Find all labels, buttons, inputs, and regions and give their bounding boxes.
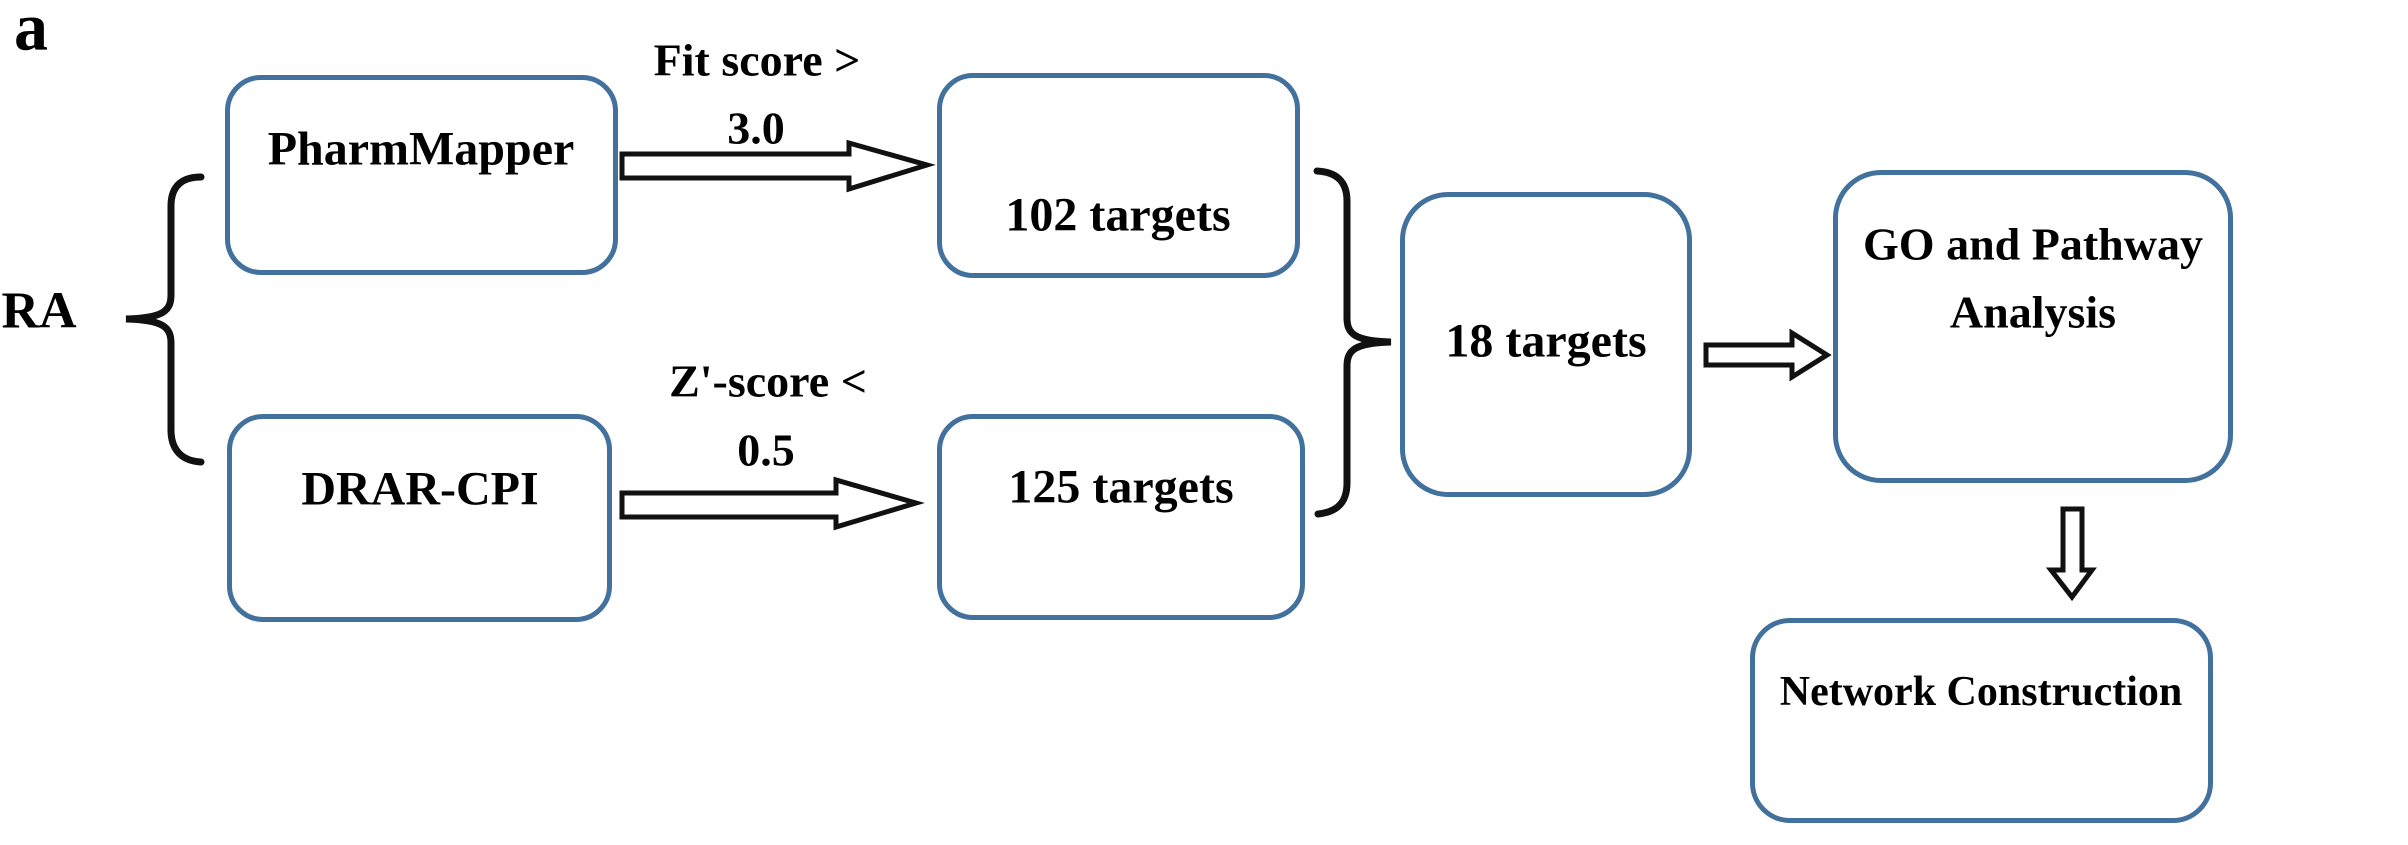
drar-cpi-label: DRAR-CPI: [301, 462, 539, 516]
125-targets-label: 125 targets: [1008, 460, 1234, 514]
z-score-condition-line1: Z'-score <: [669, 355, 867, 407]
fit-score-condition-line2: 3.0: [727, 102, 785, 154]
merge-brace: [1313, 167, 1392, 518]
102-targets-label: 102 targets: [1005, 188, 1231, 242]
fit-score-condition-line1: Fit score >: [653, 34, 861, 86]
arrow-18-to-go-icon: [1703, 328, 1832, 382]
node-125-targets: [937, 414, 1305, 620]
panel-letter: a: [14, 0, 48, 65]
18-targets-label: 18 targets: [1445, 314, 1647, 368]
ra-split-brace: [125, 173, 205, 466]
go-pathway-label-line2: Analysis: [1949, 286, 2117, 338]
ra-source-label: RA: [1, 282, 77, 340]
network-construction-label: Network Construction: [1779, 668, 2183, 715]
node-drar-cpi: [227, 414, 612, 622]
node-go-pathway-analysis: [1833, 170, 2233, 483]
arrow-drar-to-125-icon: [619, 476, 925, 531]
node-18-targets: [1400, 192, 1692, 497]
node-pharmmapper: [225, 75, 618, 275]
pharmmapper-label: PharmMapper: [267, 122, 575, 176]
node-network-construction: [1750, 618, 2213, 823]
arrow-go-to-network-icon: [2045, 506, 2097, 602]
z-score-condition-line2: 0.5: [737, 424, 795, 476]
go-pathway-label-line1: GO and Pathway: [1863, 218, 2203, 270]
arrow-pharmmapper-to-102-icon: [619, 139, 936, 193]
node-102-targets: [937, 73, 1300, 278]
